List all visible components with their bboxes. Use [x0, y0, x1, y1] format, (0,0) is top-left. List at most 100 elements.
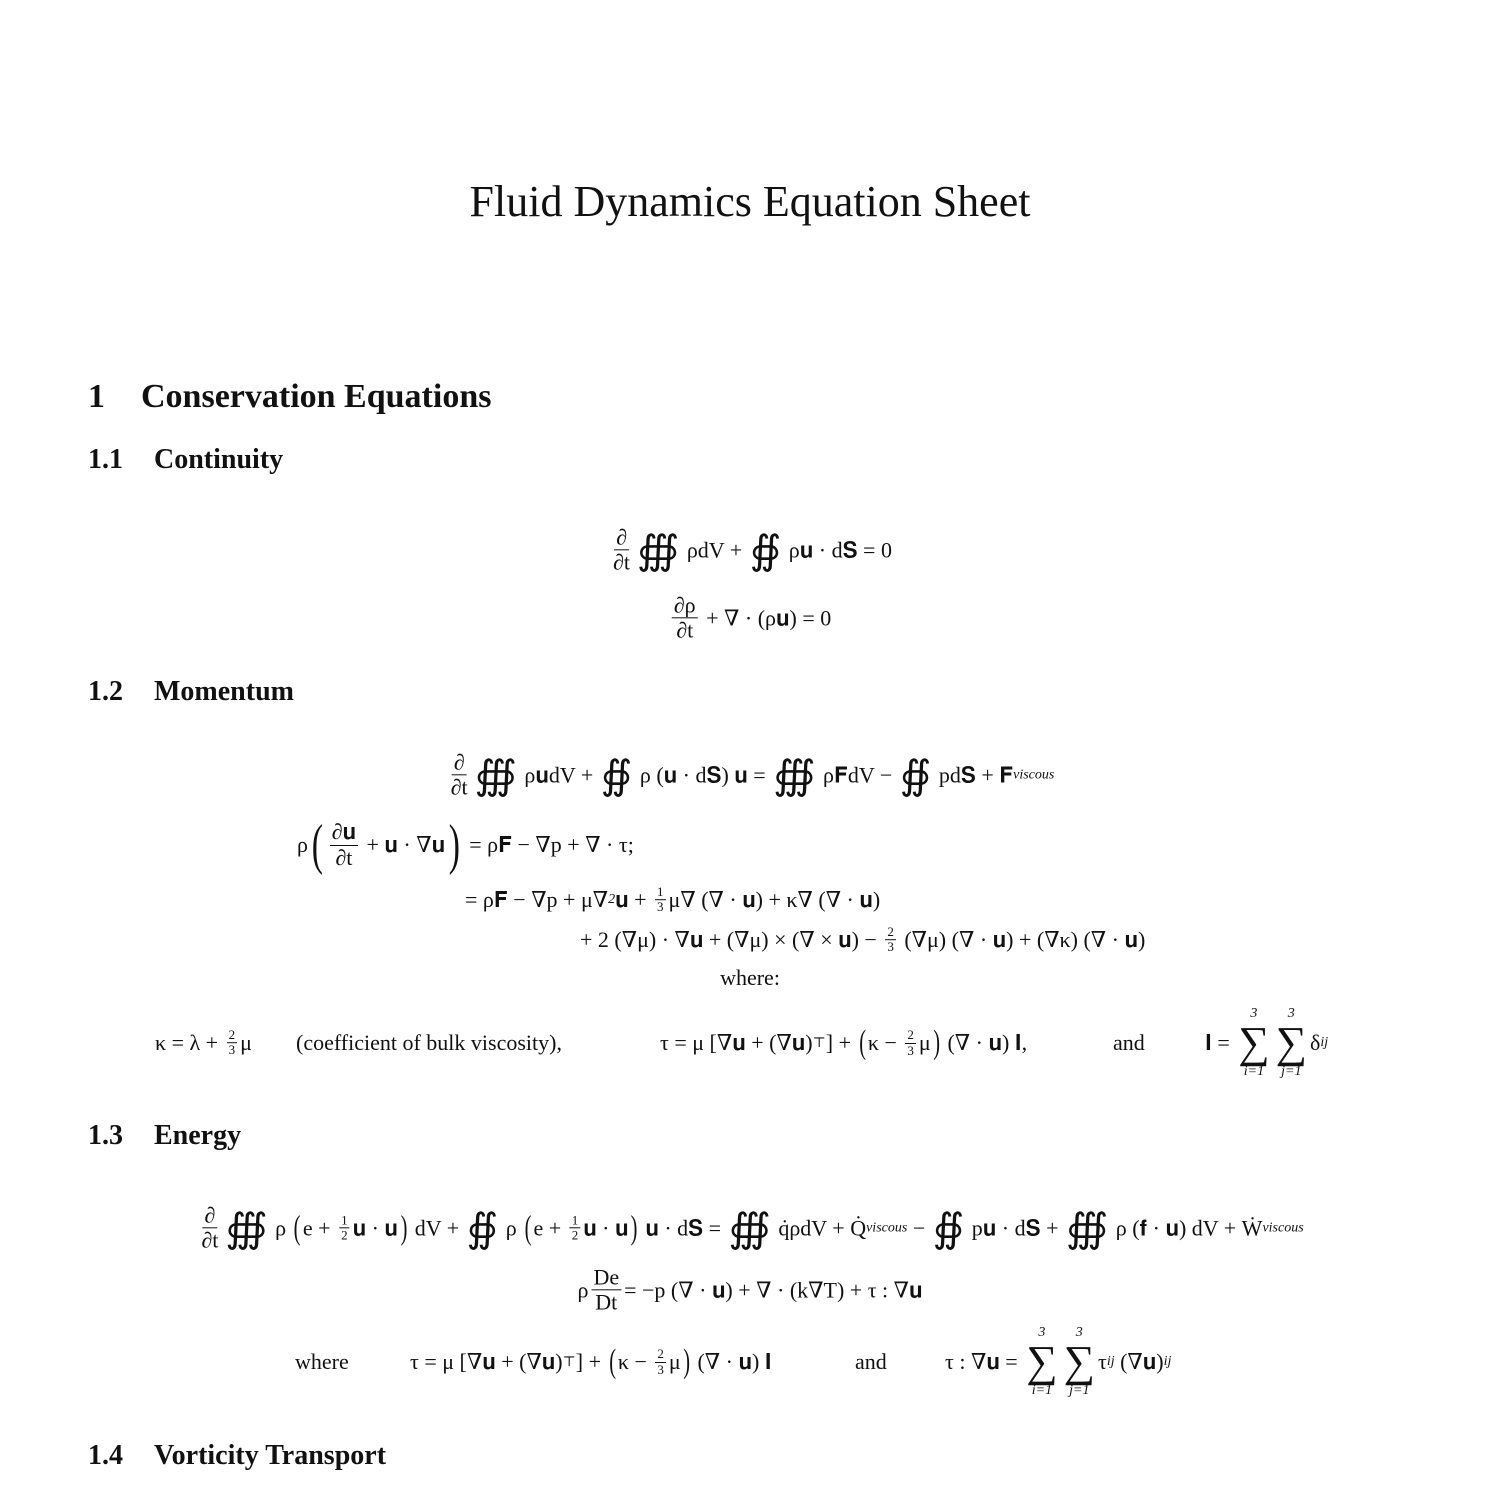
parenthesis: ) [932, 1024, 940, 1061]
subsection-number: 1.1 [88, 444, 123, 475]
energy-and-label: and [855, 1349, 887, 1374]
math-text: ] + [575, 1349, 607, 1374]
integral-symbol: ∯ [466, 1205, 499, 1250]
integral-symbol: ∰ [1066, 1205, 1109, 1250]
subscript: ij [1163, 1354, 1172, 1369]
subscript: viscous [1262, 1220, 1304, 1235]
denominator: 3 [907, 1042, 914, 1058]
parenthesis: ( [608, 1343, 616, 1380]
math-text: ρ [577, 1277, 589, 1302]
subsection-number: 1.3 [88, 1120, 123, 1151]
math-text: τ = μ [∇𝐮 + (∇𝐮) [410, 1349, 563, 1374]
math-text: ρ𝐅dV − [817, 762, 898, 787]
math-text: + 𝐮 · ∇𝐮 [361, 832, 446, 857]
math-text: 𝐈 = [1205, 1030, 1236, 1055]
math-text: (∇𝐮) [1114, 1349, 1164, 1374]
math-text: ρ [297, 832, 308, 857]
continuity-differential-equation: ∂ρ∂t + ∇ · (ρ𝐮) = 0 [669, 593, 831, 642]
where-label: where: [720, 965, 780, 990]
math-text: q̇ρdV + Q̇ [772, 1215, 867, 1240]
parenthesis: ( [524, 1209, 532, 1246]
lower-limit: i=1 [1243, 1064, 1265, 1079]
math-text: (∇μ) (∇ · 𝐮) + (∇κ) (∇ · 𝐮) [898, 927, 1146, 952]
math-text: = ρ𝐅 − ∇p + ∇ · τ; [463, 832, 634, 857]
denominator: ∂t [335, 844, 353, 870]
math-text: p𝐮 · d𝐒 + [966, 1215, 1064, 1240]
math-text: − [907, 1215, 931, 1240]
math-text: (∇ · 𝐮) 𝐈, [941, 1030, 1028, 1055]
denominator: 3 [657, 1361, 664, 1377]
math-text: ] + [825, 1030, 857, 1055]
numerator: 1 [339, 1212, 350, 1229]
summation: 3∑i=1 [1238, 1007, 1269, 1079]
fraction: ∂∂t [611, 524, 632, 575]
math-text: 𝐮 + [615, 887, 653, 912]
math-text: ρ (𝐮 · d𝐒) 𝐮 = [634, 762, 772, 787]
numerator: 2 [885, 924, 896, 941]
upper-limit: 3 [1038, 1325, 1046, 1340]
math-text: = −p (∇ · 𝐮) + ∇ · (k∇T) + τ : ∇𝐮 [624, 1277, 923, 1302]
math-text: + 2 (∇μ) · ∇𝐮 + (∇μ) × (∇ × 𝐮) − [580, 927, 883, 952]
subsection-title: Vorticity Transport [154, 1440, 387, 1471]
denominator: 3 [228, 1042, 236, 1058]
math-text: 𝐮 · 𝐮 [583, 1215, 629, 1240]
upper-limit: 3 [1250, 1006, 1258, 1021]
math-text: κ − [867, 1030, 903, 1055]
subscript: ij [1106, 1354, 1115, 1369]
momentum-differential-equation: ρ(∂𝐮∂t + 𝐮 · ∇𝐮) = ρ𝐅 − ∇p + ∇ · τ; [297, 817, 634, 873]
sigma-symbol: ∑ [1063, 1337, 1095, 1386]
denominator: ∂t [450, 774, 468, 800]
integral-symbol: ∯ [899, 752, 932, 797]
numerator: ∂ [614, 524, 629, 551]
summation: 3∑i=1 [1026, 1326, 1057, 1398]
subsection-heading-continuity: 1.1 Continuity [88, 444, 283, 476]
subscript: viscous [866, 1220, 908, 1235]
math-text: e + [302, 1215, 337, 1240]
denominator: 3 [887, 939, 894, 955]
denominator: ∂t [613, 549, 631, 575]
math-text: τ : ∇𝐮 = [945, 1349, 1024, 1374]
numerator: 2 [905, 1027, 916, 1044]
subscript: viscous [1013, 767, 1055, 782]
math-text: μ [668, 1349, 681, 1374]
lower-limit: j=1 [1069, 1383, 1090, 1398]
math-text: κ = λ + [155, 1030, 224, 1055]
numerator: 1 [655, 884, 666, 901]
math-text: μ∇ (∇ · 𝐮) + κ∇ (∇ · 𝐮) [668, 887, 881, 912]
parenthesis: ) [400, 1209, 407, 1246]
math-text: 𝐮 · 𝐮 [352, 1215, 398, 1240]
parenthesis: ( [293, 1209, 301, 1246]
energy-where-label: where [295, 1349, 349, 1374]
numerator: ∂ [202, 1202, 218, 1229]
lower-limit: i=1 [1031, 1383, 1053, 1398]
subscript: ij [1320, 1035, 1329, 1050]
large-parenthesis: ) [448, 814, 461, 876]
math-text: ρ [500, 1215, 523, 1240]
math-text: + ∇ · (ρ𝐮) = 0 [700, 605, 832, 630]
numerator: ∂ [451, 749, 467, 776]
denominator: 2 [341, 1227, 348, 1243]
denominator: 2 [571, 1227, 579, 1243]
parenthesis: ) [682, 1343, 690, 1380]
subsection-title: Continuity [154, 444, 284, 475]
math-text: e + [533, 1215, 567, 1240]
lower-limit: j=1 [1281, 1064, 1302, 1079]
math-text: ρ [269, 1215, 292, 1240]
superscript: ⊤ [562, 1354, 576, 1370]
and-label: and [1113, 1030, 1145, 1055]
section-number: 1 [88, 378, 105, 415]
momentum-integral-equation: ∂∂t∰ ρ𝐮dV + ∯ ρ (𝐮 · d𝐒) 𝐮 = ∰ ρ𝐅dV − ∯ … [446, 749, 1055, 800]
